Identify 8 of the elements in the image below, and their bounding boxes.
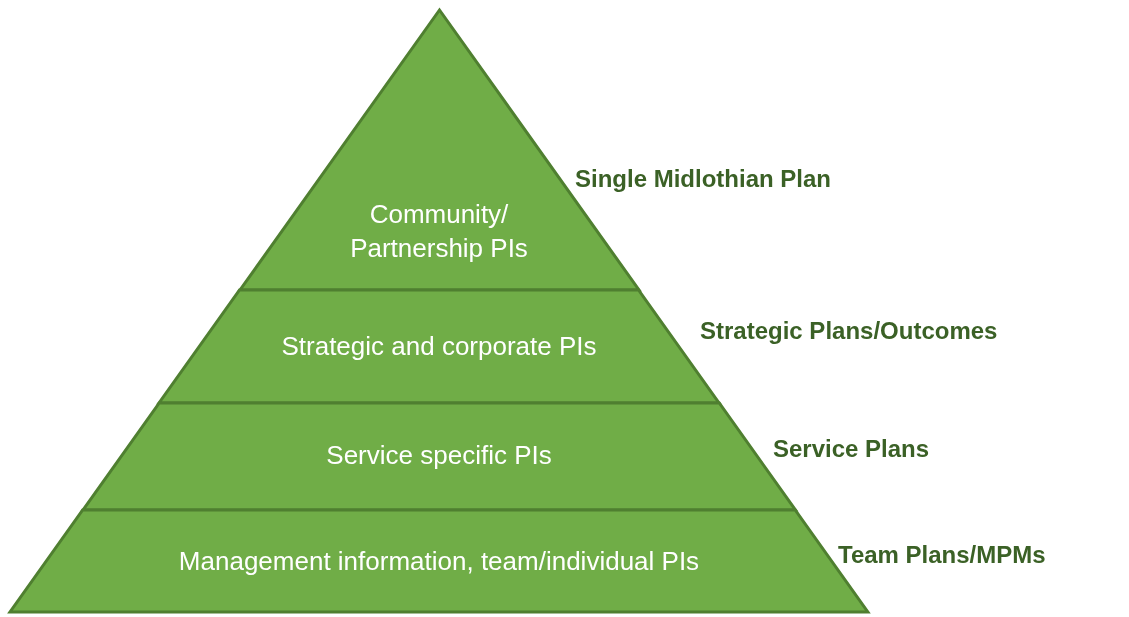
plan-label: Service Plans: [773, 435, 930, 463]
band-label: Strategic and corporate PIs: [281, 330, 597, 363]
plan-label: Strategic Plans/Outcomes: [700, 317, 998, 345]
plan-label: Single Midlothian Plan: [575, 165, 831, 193]
band-label: Management information, team/individual PIs: [178, 545, 700, 578]
plan-label: Team Plans/MPMs: [838, 541, 1046, 569]
band-label: Community/ Partnership PIs: [349, 198, 529, 265]
band-label: Service specific PIs: [326, 439, 552, 472]
